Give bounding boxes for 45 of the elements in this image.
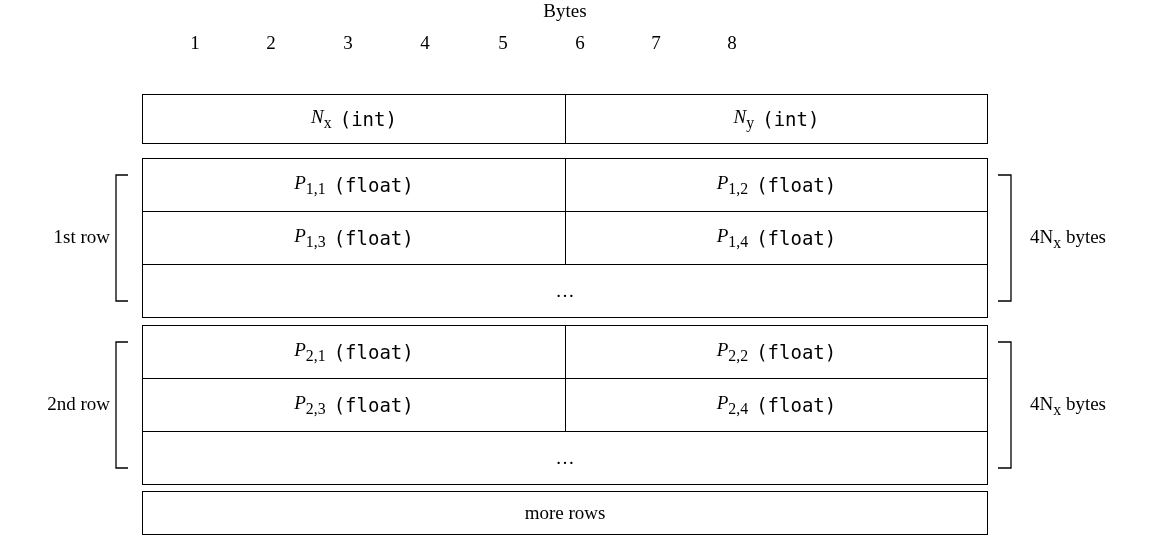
table-cell <box>142 94 566 144</box>
row-label: 2nd row <box>47 393 110 415</box>
field-label: P$_{2,2}$ <box>716 339 749 365</box>
field-label: … <box>555 280 575 302</box>
byte-number: 8 <box>726 32 738 54</box>
table-cell <box>142 491 988 535</box>
type-label: (float) <box>756 394 837 416</box>
row-label: 1st row <box>53 226 110 248</box>
table-cell <box>143 159 566 212</box>
size-label: 4N$_{x}$ bytes <box>1030 393 1106 419</box>
field-label: P$_{2,1}$ <box>294 339 326 365</box>
byte-number: 6 <box>574 32 586 54</box>
byte-number: 7 <box>650 32 662 54</box>
type-label: (int) <box>762 108 820 130</box>
table-cell <box>143 379 566 432</box>
field-label: P$_{2,4}$ <box>716 392 749 418</box>
type-label: (float) <box>756 341 837 363</box>
type-label: (float) <box>756 174 837 196</box>
table-cell <box>143 212 566 265</box>
byte-number: 3 <box>342 32 354 54</box>
row-group-box <box>142 325 988 485</box>
type-label: (int) <box>339 108 397 130</box>
type-label: (float) <box>756 227 837 249</box>
field-label: P$_{1,2}$ <box>716 172 749 198</box>
table-cell <box>143 326 566 379</box>
byte-number: 2 <box>265 32 277 54</box>
axis-title: Bytes <box>542 0 588 22</box>
field-label: P$_{1,3}$ <box>294 225 326 251</box>
type-label: (float) <box>333 394 414 416</box>
field-label: P$_{1,1}$ <box>294 172 326 198</box>
size-label: 4N$_{x}$ bytes <box>1030 226 1106 252</box>
field-label: N$_{y}$ <box>733 106 755 132</box>
field-label: … <box>555 447 575 469</box>
type-label: (float) <box>333 341 414 363</box>
row-group-box <box>142 158 988 318</box>
field-label: P$_{1,4}$ <box>716 225 749 251</box>
table-cell <box>565 94 988 144</box>
byte-number: 4 <box>419 32 431 54</box>
byte-number: 1 <box>189 32 201 54</box>
field-label: more rows <box>524 502 606 524</box>
field-label: P$_{2,3}$ <box>294 392 326 418</box>
field-label: N$_{x}$ <box>311 106 332 132</box>
type-label: (float) <box>333 174 414 196</box>
type-label: (float) <box>333 227 414 249</box>
byte-number: 5 <box>497 32 509 54</box>
